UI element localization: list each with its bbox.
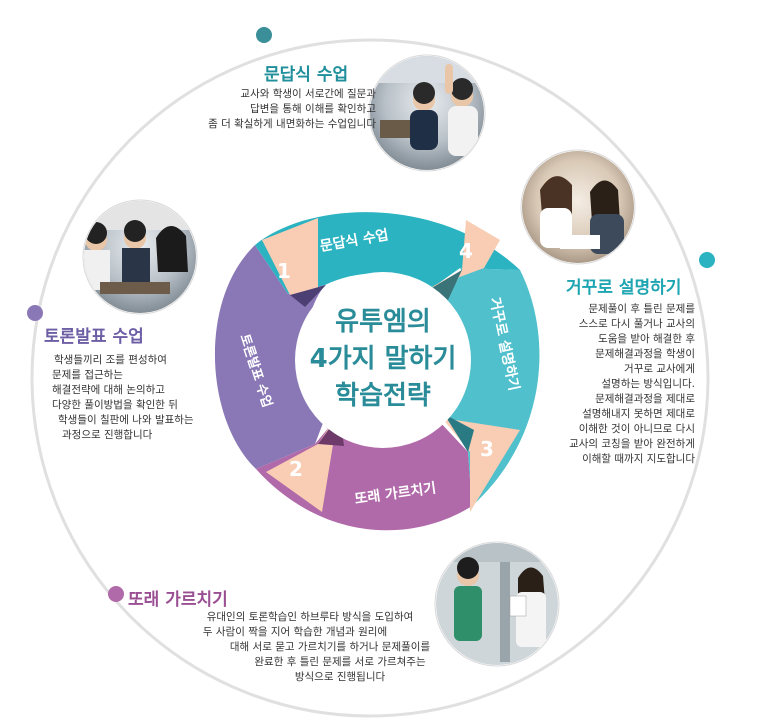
reverse-line: 설명해내지 못하면 제대로 bbox=[582, 408, 695, 420]
photo-debate bbox=[82, 199, 198, 315]
reverse-line: 문제풀이 후 틀린 문제를 bbox=[588, 303, 695, 315]
photo-reverse bbox=[520, 149, 636, 265]
arrow-tip-right bbox=[444, 414, 474, 452]
peer-line: 방식으로 진행됩니다 bbox=[294, 671, 386, 683]
reverse-line: 교사의 코칭을 받아 완전하게 bbox=[569, 438, 695, 450]
peer-line: 유대인의 토론학습인 하브루타 방식을 도입하여 bbox=[206, 611, 414, 623]
peer-line: 두 사람이 짝을 지어 학습한 개념과 원리에 bbox=[202, 626, 388, 638]
debate-line: 학생들이 칠판에 나와 발표하는 bbox=[58, 414, 194, 426]
photo-qa bbox=[368, 54, 486, 172]
reverse-line: 문제해결과정을 제대로 bbox=[595, 393, 695, 405]
ring-segment-qa bbox=[255, 212, 520, 294]
debate-description: 학생들끼리 조를 편성하여 문제를 접근하는 해결전략에 대해 논의하고 다양한… bbox=[52, 353, 252, 443]
orbit-dot-debate bbox=[27, 305, 43, 321]
reverse-line: 도움을 받아 해결한 후 bbox=[598, 333, 695, 345]
reverse-line: 문제해결과정을 학생이 bbox=[595, 348, 695, 360]
ring bbox=[214, 212, 540, 531]
debate-line: 과정으로 진행합니다 bbox=[62, 429, 153, 441]
debate-line: 해결전략에 대해 논의하고 bbox=[52, 384, 165, 396]
peer-line: 완료한 후 틀린 문제를 서로 가르쳐주는 bbox=[254, 656, 426, 668]
reverse-line: 이해할 때까지 지도합니다 bbox=[582, 453, 695, 465]
qa-line: 답변을 통해 이해를 확인하고 bbox=[250, 103, 376, 115]
number-3: 3 bbox=[480, 437, 494, 461]
qa-line: 교사와 학생이 서로간에 질문과 bbox=[240, 88, 376, 100]
qa-title: 문답식 수업 bbox=[264, 65, 349, 85]
debate-line: 문제를 접근하는 bbox=[52, 369, 123, 381]
number-plate-2 bbox=[266, 414, 338, 512]
debate-line: 다양한 풀이방법을 확인한 뒤 bbox=[52, 399, 178, 411]
qa-description: 교사와 학생이 서로간에 질문과 답변을 통해 이해를 확인하고 좀 더 확실하… bbox=[116, 87, 376, 132]
center-title-line3: 학습전략 bbox=[335, 381, 431, 411]
orbit-dot-reverse bbox=[699, 252, 715, 268]
reverse-line: 스스로 다시 풀거나 교사의 bbox=[578, 318, 695, 330]
peer-title: 또래 가르치기 bbox=[128, 590, 228, 610]
reverse-title: 거꾸로 설명하기 bbox=[566, 278, 682, 298]
orbit-dot-peer bbox=[108, 586, 124, 602]
number-plate-4 bbox=[430, 220, 500, 288]
center-circle bbox=[295, 272, 471, 448]
number-1: 1 bbox=[277, 259, 291, 283]
number-4: 4 bbox=[459, 239, 473, 263]
reverse-line: 설명하는 방식입니다. bbox=[601, 378, 695, 390]
orbit-dot-qa bbox=[256, 27, 272, 43]
center-title-line2: 4가지 말하기 bbox=[310, 344, 457, 374]
reverse-description: 문제풀이 후 틀린 문제를 스스로 다시 풀거나 교사의 도움을 받아 해결한 … bbox=[475, 302, 695, 467]
reverse-line: 이해한 것이 아니므로 다시 bbox=[578, 423, 695, 435]
orbit-ring bbox=[30, 38, 710, 718]
center-title-line1: 유투엠의 bbox=[335, 307, 431, 337]
number-2: 2 bbox=[289, 457, 303, 481]
debate-title: 토론발표 수업 bbox=[44, 327, 144, 347]
peer-line: 대해 서로 묻고 가르치기를 하거나 문제풀이를 bbox=[229, 641, 431, 653]
photo-peer bbox=[434, 541, 560, 667]
number-plate-1 bbox=[262, 218, 318, 295]
qa-line: 좀 더 확실하게 내면화하는 수업입니다 bbox=[208, 118, 376, 130]
peer-description: 유대인의 토론학습인 하브루타 방식을 도입하여 두 사람이 짝을 지어 학습한… bbox=[160, 610, 460, 685]
debate-line: 학생들끼리 조를 편성하여 bbox=[54, 354, 167, 366]
arrow-tip-left bbox=[290, 285, 326, 307]
reverse-line: 거꾸로 교사에게 bbox=[624, 363, 695, 375]
